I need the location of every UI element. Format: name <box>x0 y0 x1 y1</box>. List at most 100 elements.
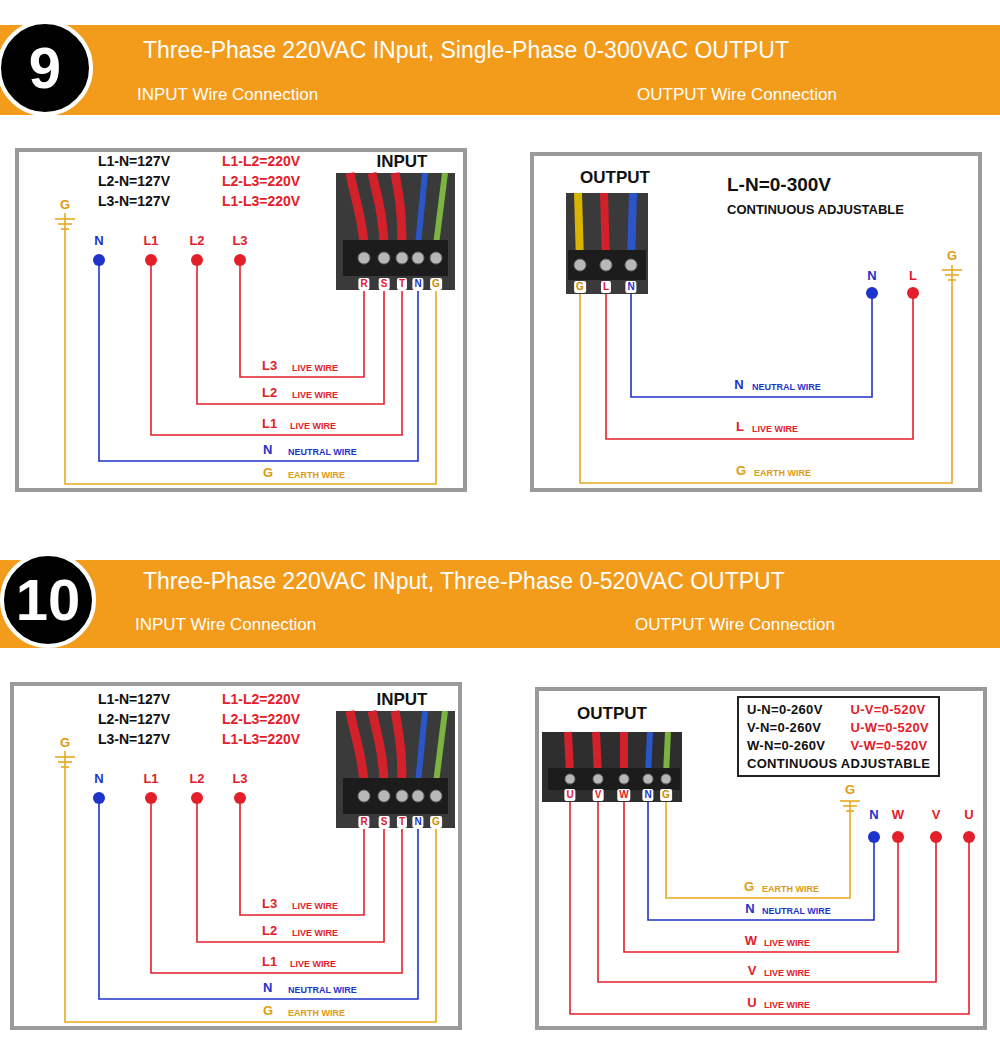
terminal-tag: W <box>617 789 630 801</box>
ground-symbol <box>846 810 854 812</box>
wire-name: N <box>263 443 272 458</box>
output-voltage: L-N=0-300V <box>727 174 831 196</box>
band-subtitle: INPUT Wire Connection <box>135 615 316 635</box>
terminal-screw <box>600 259 612 271</box>
terminal-tag: S <box>379 816 390 828</box>
band-subtitle: OUTPUT Wire Connection <box>637 85 837 105</box>
terminal-tag: S <box>379 278 390 290</box>
terminal-name: N <box>867 269 876 284</box>
band-subtitle: OUTPUT Wire Connection <box>635 615 835 635</box>
live-wire <box>570 802 969 1014</box>
wire-caption: LIVE WIRE <box>292 390 338 400</box>
terminal-name: L3 <box>232 772 247 787</box>
ground-symbol <box>843 805 857 807</box>
terminal-name: U <box>964 808 973 823</box>
earth-wire <box>580 270 952 483</box>
photo-background <box>566 193 648 294</box>
terminal-name: G <box>60 736 70 751</box>
terminal-tag: T <box>397 816 407 828</box>
wire-name: G <box>736 464 746 479</box>
neutral-wire <box>631 293 872 397</box>
voltage-reading: L1-L3=220V <box>222 731 300 747</box>
terminal-name: N <box>94 772 103 787</box>
panel-frame <box>17 150 465 490</box>
terminal-tag: N <box>625 281 636 293</box>
wire-caption: LIVE WIRE <box>764 968 810 978</box>
terminal-name: N <box>869 808 878 823</box>
wire-caption: EARTH WIRE <box>288 470 345 480</box>
voltage-reading: L3-N=127V <box>98 731 170 747</box>
terminal-name: G <box>845 783 855 798</box>
wire-name: L3 <box>262 359 277 374</box>
header-band: Three-Phase 220VAC INput, Single-Phase 0… <box>0 25 1000 115</box>
voltage-range: V-W=0-520V <box>851 737 931 754</box>
wire-name: N <box>734 378 743 393</box>
wire-caption: LIVE WIRE <box>290 959 336 969</box>
terminal-name: G <box>60 198 70 213</box>
terminal-name: L1 <box>143 234 158 249</box>
voltage-reading: L2-N=127V <box>98 711 170 727</box>
terminal-block <box>548 768 680 790</box>
spec-note: CONTINUOUS ADJUSTABLE <box>747 755 930 772</box>
terminal-name: L2 <box>189 234 204 249</box>
terminal-screw <box>643 774 653 784</box>
ground-symbol <box>948 279 956 281</box>
wire-caption: NEUTRAL WIRE <box>762 906 831 916</box>
terminal-screw <box>625 259 637 271</box>
wire-caption: EARTH WIRE <box>754 468 811 478</box>
voltage-reading: L2-L3=220V <box>222 711 300 727</box>
terminal-tag: N <box>642 789 653 801</box>
voltage-range: U-W=0-520V <box>851 719 931 736</box>
panel-frame <box>12 684 460 1028</box>
terminal-tag: N <box>412 278 423 290</box>
wire-name: N <box>263 981 272 996</box>
band-title: Three-Phase 220VAC INput, Single-Phase 0… <box>143 37 789 63</box>
terminal-name: G <box>947 249 957 264</box>
voltage-reading: L1-L2=220V <box>222 691 300 707</box>
panel-heading: INPUT <box>377 152 428 172</box>
panel-heading: OUTPUT <box>580 168 650 188</box>
live-wire <box>606 293 913 439</box>
terminal-screw <box>593 774 603 784</box>
voltage-reading: L2-N=127V <box>98 173 170 189</box>
wire-caption: NEUTRAL WIRE <box>752 382 821 392</box>
voltage-reading: L1-L2=220V <box>222 153 300 169</box>
step-number-badge: 10 <box>0 552 96 648</box>
voltage-range: W-N=0-260V <box>747 737 827 754</box>
wire-caption: LIVE WIRE <box>764 1000 810 1010</box>
panel-frame <box>532 154 980 490</box>
wire-caption: EARTH WIRE <box>762 884 819 894</box>
wire-caption: EARTH WIRE <box>288 1008 345 1018</box>
terminal-tag: G <box>430 816 442 828</box>
panel-heading: INPUT <box>377 690 428 710</box>
terminal-tag: N <box>412 816 423 828</box>
wire-name: W <box>745 934 757 949</box>
wire-name: V <box>748 964 757 979</box>
wire-caption: LIVE WIRE <box>290 421 336 431</box>
step-number-badge: 9 <box>0 20 93 116</box>
terminal-dot <box>963 831 975 843</box>
terminal-tag: V <box>593 789 604 801</box>
terminal-tag: G <box>660 789 672 801</box>
terminal-block <box>568 250 646 280</box>
step-number: 9 <box>29 39 61 97</box>
terminal-dot <box>892 831 904 843</box>
terminal-screw <box>565 774 575 784</box>
input-panel-drawing <box>55 173 455 484</box>
terminal-screw <box>619 774 629 784</box>
wire-caption: LIVE WIRE <box>292 363 338 373</box>
wire-caption: LIVE WIRE <box>764 938 810 948</box>
terminal-name: V <box>932 808 941 823</box>
voltage-spec-box: U-N=0-260VU-V=0-520VV-N=0-260VU-W=0-520V… <box>737 696 940 777</box>
ground-symbol <box>942 269 962 271</box>
wire-caption: NEUTRAL WIRE <box>288 985 357 995</box>
terminal-tag: L <box>601 281 611 293</box>
terminal-tag: R <box>358 816 369 828</box>
voltage-reading: L2-L3=220V <box>222 173 300 189</box>
terminal-dot <box>868 831 880 843</box>
wire-caption: LIVE WIRE <box>292 901 338 911</box>
header-band: Three-Phase 220VAC INput, Three-Phase 0-… <box>0 560 1000 648</box>
terminal-dot <box>907 287 919 299</box>
terminal-name: N <box>94 234 103 249</box>
band-title: Three-Phase 220VAC INput, Three-Phase 0-… <box>143 568 785 594</box>
